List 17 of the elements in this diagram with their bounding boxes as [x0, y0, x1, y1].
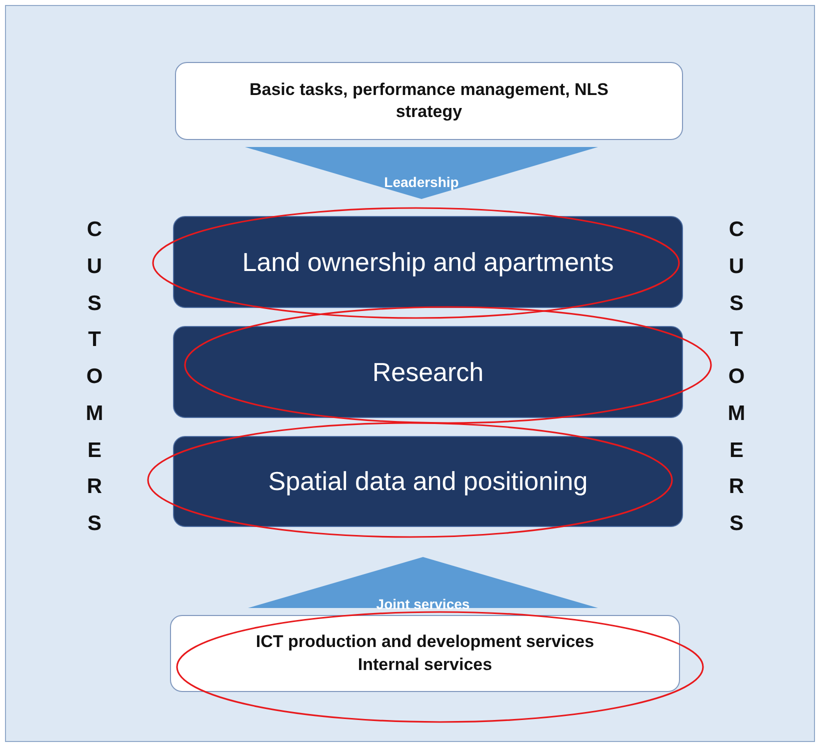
section-title: Research	[372, 356, 484, 388]
text-box	[175, 62, 683, 140]
vertical-label: CUSTOMERS	[726, 217, 746, 537]
section-box	[173, 326, 683, 418]
triangle-banner	[245, 147, 598, 199]
box-text: ICT production and development services	[256, 631, 594, 654]
vertical-label: CUSTOMERS	[84, 217, 104, 537]
banner-label: Joint services	[376, 596, 470, 612]
section-title: Land ownership and apartments	[242, 246, 614, 278]
section-title: Spatial data and positioning	[268, 466, 588, 497]
banner-label: Leadership	[384, 174, 459, 190]
section-box	[173, 436, 683, 527]
box-text: Internal services	[358, 654, 492, 676]
section-box	[173, 216, 683, 308]
text-box	[170, 615, 680, 692]
box-text: Basic tasks, performance management, NLS strategy	[248, 78, 610, 123]
triangle-banner	[248, 557, 598, 608]
